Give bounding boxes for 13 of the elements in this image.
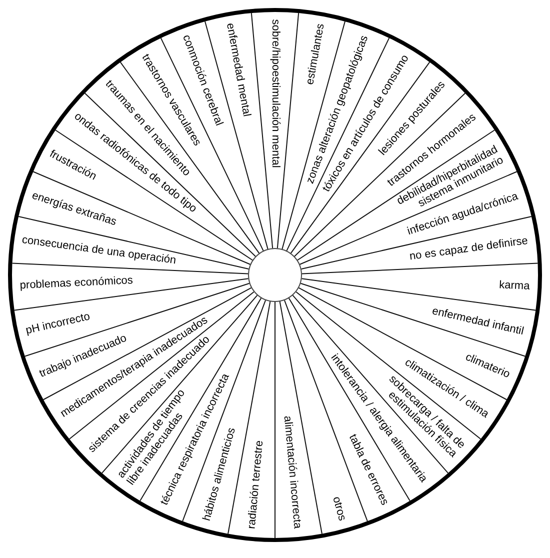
segment-label: sobre/hipoestimulación mental [269,20,281,169]
segment-label: energías extrañas [30,190,118,230]
segment-label: consecuencia de una operación [22,234,178,268]
segment-label: alimentación incorrecta [282,416,304,530]
segment-label: otros [330,496,349,522]
segment-label: estimulantes [304,23,326,86]
segment-label: enfermedad mental [224,23,252,118]
segment-label: enfermedad infantil [431,305,525,338]
segment-label: karma [498,279,530,292]
segment-label: pH incorrecto [25,311,92,338]
segment-label: no es capaz de definirse [408,234,528,263]
segment-label: problemas económicos [20,275,134,292]
segment-label: radiación terrestre [246,440,266,530]
